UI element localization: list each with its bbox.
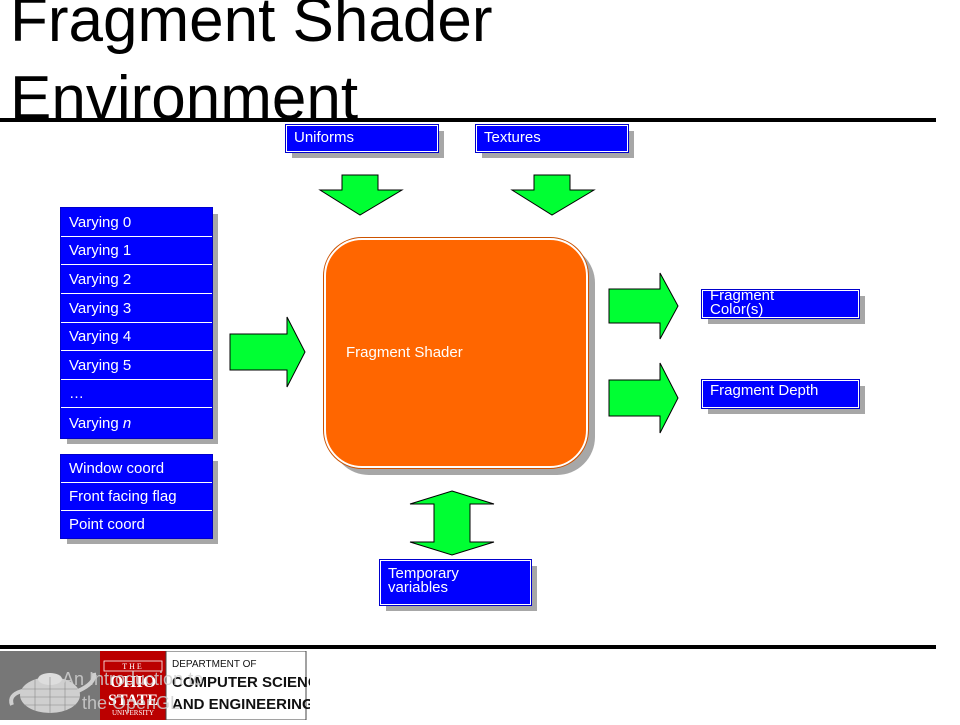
varying-n-suffix: n <box>122 414 132 432</box>
varying-row: Varying 2 <box>61 265 212 294</box>
temporary-variables-label: Temporary variables <box>388 565 459 596</box>
varying-row: … <box>61 380 212 408</box>
color-output-arrow <box>608 272 679 340</box>
varying-label: Varying 1 <box>69 242 132 259</box>
varying-row: Varying 3 <box>61 294 212 323</box>
temporaries-arrow <box>409 490 495 556</box>
varying-n-prefix: Varying <box>69 414 123 432</box>
varying-row: Varying 5 <box>61 351 212 380</box>
temporary-variables-box: Temporary variables <box>379 559 532 606</box>
textures-label: Textures <box>484 129 541 146</box>
varying-label: … <box>69 385 84 402</box>
textures-box: Textures <box>475 124 629 153</box>
svg-text:DEPARTMENT OF: DEPARTMENT OF <box>172 659 256 670</box>
varyings-stack: Varying 0 Varying 1 Varying 2 Varying 3 … <box>60 207 213 439</box>
uniforms-arrow <box>318 174 404 216</box>
builtin-row: Window coord <box>61 455 212 483</box>
fragment-depth-label: Fragment Depth <box>710 382 819 399</box>
uniforms-box: Uniforms <box>285 124 439 153</box>
uniforms-label: Uniforms <box>294 129 355 146</box>
svg-text:COMPUTER SCIENCE: COMPUTER SCIENCE <box>172 674 310 691</box>
svg-text:the OpenGL: the OpenGL <box>82 693 180 713</box>
builtins-stack: Window coord Front facing flag Point coo… <box>60 454 213 539</box>
varying-row: Varying n <box>61 408 212 438</box>
svg-text:UNIVERSITY: UNIVERSITY <box>112 709 154 717</box>
varying-label: Varying 3 <box>69 299 132 317</box>
fragment-color-box: Fragment Color(s) <box>701 287 860 319</box>
slide-title: Fragment Shader Environment <box>10 0 493 133</box>
svg-text:AND ENGINEERING: AND ENGINEERING <box>172 696 310 713</box>
varying-label: Varying 0 <box>69 213 132 231</box>
svg-text:THE: THE <box>122 662 144 671</box>
builtin-label: Window coord <box>69 460 165 477</box>
builtin-row: Point coord <box>61 511 212 538</box>
textures-arrow <box>510 174 596 216</box>
builtin-label: Front facing flag <box>69 487 177 505</box>
varying-label: Varying 4 <box>69 328 132 345</box>
builtin-label: Point coord <box>69 516 145 533</box>
varying-row: Varying 1 <box>61 237 212 265</box>
title-rule <box>0 118 936 122</box>
svg-text:An Introduction to: An Introduction to <box>62 669 203 689</box>
fragment-shader-label: Fragment Shader <box>346 344 463 361</box>
svg-text:STATE: STATE <box>108 692 158 709</box>
svg-text:OHIO: OHIO <box>110 672 156 691</box>
depth-output-arrow <box>608 362 679 434</box>
builtin-row: Front facing flag <box>61 483 212 511</box>
fragment-shader-box: Fragment Shader <box>323 237 589 469</box>
footer-rule <box>0 645 936 649</box>
fragment-depth-box: Fragment Depth <box>701 379 860 409</box>
fragment-color-label: Fragment Color(s) <box>710 287 775 318</box>
footer-logo: THE OHIO STATE UNIVERSITY DEPARTMENT OF … <box>0 650 329 725</box>
varying-label: Varying 5 <box>69 356 132 374</box>
varyings-arrow <box>229 316 306 388</box>
varying-row: Varying 0 <box>61 208 212 237</box>
varying-label: Varying 2 <box>69 270 132 288</box>
varying-row: Varying 4 <box>61 323 212 351</box>
ohio-state-logo-icon: THE OHIO STATE UNIVERSITY DEPARTMENT OF … <box>0 650 329 721</box>
